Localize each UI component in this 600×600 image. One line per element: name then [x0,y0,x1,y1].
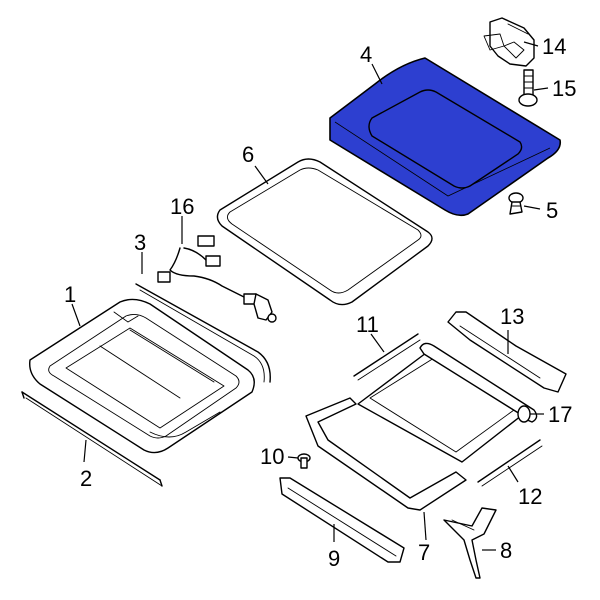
seal-strip[interactable] [135,283,271,383]
callout-12: 12 [518,484,542,509]
callout-6: 6 [242,142,254,167]
callout-14: 14 [542,34,566,59]
callout-9: 9 [328,546,340,571]
sunroof-motor[interactable] [483,17,535,67]
rear-seal[interactable] [477,439,543,487]
callout-16: 16 [170,194,194,219]
drip-strip[interactable] [21,391,163,487]
guide-bracket[interactable] [443,507,497,579]
bolt[interactable] [518,69,538,107]
callout-11: 11 [356,312,379,337]
leader-lines [71,41,549,551]
callout-15: 15 [552,76,576,101]
sunshade[interactable] [305,342,538,511]
callout-8: 8 [500,538,512,563]
callout-numbers: 1 2 3 4 5 6 7 8 9 10 11 12 13 14 15 16 1… [64,34,576,571]
callout-5: 5 [546,198,558,223]
shade-rod[interactable] [517,405,531,423]
callout-1: 1 [64,282,76,307]
screw[interactable] [508,192,524,215]
callout-7: 7 [418,540,430,565]
callout-13: 13 [500,304,524,329]
callout-17: 17 [548,402,572,427]
callout-10: 10 [260,444,284,469]
glass-seal[interactable] [216,158,433,306]
sunroof-frame[interactable] [29,298,255,454]
callout-4: 4 [360,42,372,67]
pin[interactable] [297,453,311,469]
wiring-harness[interactable] [157,235,277,323]
front-seal[interactable] [353,333,421,381]
glass-panel[interactable] [329,57,562,217]
trim-strip[interactable] [279,477,405,563]
callout-2: 2 [80,466,92,491]
callout-3: 3 [134,230,146,255]
deflector-bracket[interactable] [447,311,567,393]
